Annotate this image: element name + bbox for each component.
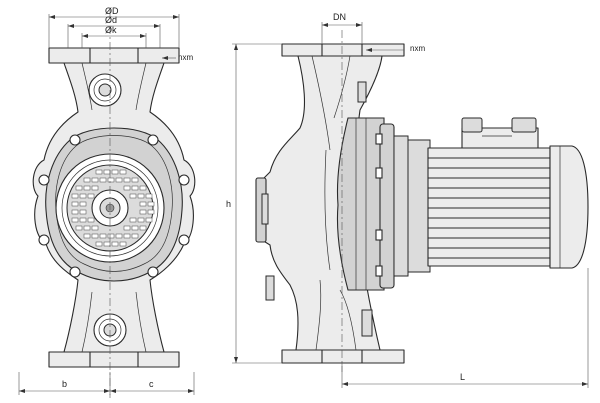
side-motor-flange: [379, 123, 395, 289]
label-b: b: [62, 379, 67, 389]
front-diameter-dimensions: [48, 14, 180, 48]
side-terminal-box: [461, 117, 539, 149]
side-view: DN nxm h L: [226, 12, 589, 388]
label-front-nxm: nxm: [178, 53, 193, 62]
side-fan-cover: [549, 145, 589, 269]
front-view: ØD Ød Øk nxm b c: [18, 6, 196, 398]
front-flange-bolts: [38, 134, 190, 278]
front-bottom-dimensions: [18, 372, 195, 395]
side-h-dimension: [232, 43, 282, 364]
label-h: h: [226, 199, 231, 209]
side-bracket: [336, 117, 385, 291]
side-L-dimension: [341, 268, 589, 388]
side-dn-dimension: [321, 22, 363, 44]
label-c: c: [149, 379, 154, 389]
label-Od: Ød: [105, 15, 117, 25]
front-bottom-flange: [48, 351, 180, 368]
front-top-port: [88, 73, 122, 107]
side-motor-body: [427, 147, 551, 267]
label-DN: DN: [333, 12, 346, 22]
label-side-nxm: nxm: [410, 44, 425, 53]
label-OD: ØD: [105, 6, 119, 16]
label-L: L: [460, 372, 465, 382]
front-top-flange: [48, 47, 180, 64]
side-bottom-flange: [281, 349, 405, 364]
label-Ok: Øk: [105, 25, 117, 35]
